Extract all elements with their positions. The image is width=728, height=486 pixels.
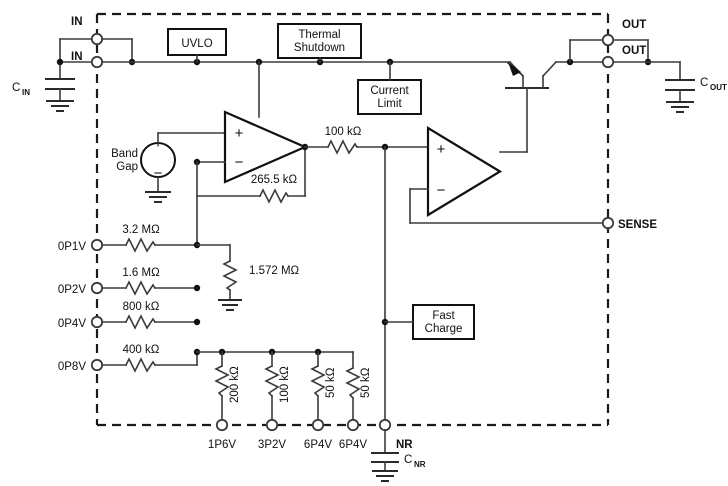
pin-1p6v[interactable]	[215, 418, 229, 432]
error-amp-plus: +	[235, 125, 244, 142]
pin-in-bottom-label: IN	[71, 51, 83, 63]
pin-in-bottom[interactable]	[90, 55, 104, 69]
block-thermal-line1: Thermal	[298, 29, 340, 41]
pin-out-top-label: OUT	[622, 19, 646, 31]
bandgap-source: + − Band Gap	[111, 132, 226, 203]
pin-sense-label: SENSE	[618, 219, 657, 231]
pin-in-top-label: IN	[71, 16, 83, 28]
sense-pin-group: SENSE	[601, 216, 657, 231]
driver-amplifier: + −	[409, 126, 604, 224]
resistor-3m2-label: 3.2 MΩ	[122, 224, 160, 236]
bandgap-line1: Band	[111, 148, 138, 160]
in-pins: IN IN	[71, 16, 136, 69]
bandgap-line2: Gap	[116, 161, 138, 173]
pin-sense[interactable]	[601, 216, 615, 230]
pin-0p2v-label: 0P2V	[58, 284, 86, 296]
error-amp-minus: −	[235, 154, 244, 171]
block-current-line2: Limit	[377, 98, 402, 110]
resistor-265k-label: 265.5 kΩ	[251, 174, 298, 186]
pin-1p6v-label: 1P6V	[208, 439, 236, 451]
branch-0p2v: 0P2V 1.6 MΩ	[58, 267, 201, 296]
ladder-bus	[196, 348, 354, 369]
block-current-limit[interactable]: Current Limit	[357, 61, 422, 115]
block-fast-line2: Charge	[425, 323, 463, 335]
pin-out-bottom-label: OUT	[622, 45, 646, 57]
pin-6p4v-b-label: 6P4V	[339, 439, 367, 451]
pin-nr[interactable]	[378, 418, 392, 432]
supply-rail	[101, 58, 511, 66]
resistor-800k-label: 800 kΩ	[123, 301, 160, 313]
block-fast-charge[interactable]: Fast Charge	[384, 304, 475, 340]
pass-transistor	[499, 60, 609, 153]
pin-3p2v-label: 3P2V	[258, 439, 286, 451]
resistor-100k-series: 100 kΩ	[304, 126, 429, 155]
block-thermal-shutdown[interactable]: Thermal Shutdown	[277, 23, 362, 63]
block-current-line1: Current	[370, 85, 409, 97]
error-amplifier: + − 265.5 kΩ	[193, 61, 309, 246]
branch-0p1v: 0P1V 3.2 MΩ	[58, 224, 201, 253]
resistor-100k-label: 100 kΩ	[325, 126, 362, 138]
cnr-label: C	[404, 454, 412, 466]
block-uvlo-label: UVLO	[181, 38, 212, 50]
resistor-100k-b-label: 100 kΩ	[279, 366, 291, 403]
resistor-1m572-shunt: 1.572 MΩ	[196, 244, 300, 311]
pin-3p2v[interactable]	[265, 418, 279, 432]
pin-0p4v-label: 0P4V	[58, 318, 86, 330]
pin-0p1v[interactable]	[90, 238, 104, 252]
pin-6p4v-b[interactable]	[346, 418, 360, 432]
pin-out-top[interactable]	[601, 33, 615, 47]
branch-1p6v: 1P6V 200 kΩ	[208, 351, 241, 451]
pin-in-top[interactable]	[90, 32, 104, 46]
branch-0p4v: 0P4V 800 kΩ	[58, 301, 201, 330]
resistor-50k-a-label: 50 kΩ	[325, 367, 337, 398]
branch-3p2v: 3P2V 100 kΩ	[258, 351, 291, 451]
pin-0p1v-label: 0P1V	[58, 241, 86, 253]
resistor-200k-label: 200 kΩ	[229, 366, 241, 403]
pin-0p4v[interactable]	[90, 315, 104, 329]
resistor-400k-label: 400 kΩ	[123, 344, 160, 356]
branch-6p4v-a: 6P4V 50 kΩ	[304, 351, 337, 451]
pin-0p2v[interactable]	[90, 281, 104, 295]
driver-amp-plus: +	[437, 141, 446, 158]
pin-6p4v-a[interactable]	[311, 418, 325, 432]
cin-label: C	[12, 82, 20, 94]
resistor-1m572-label: 1.572 MΩ	[249, 265, 300, 277]
cout-label: C	[700, 77, 708, 89]
block-fast-line1: Fast	[432, 310, 455, 322]
bandgap-minus: −	[154, 165, 163, 182]
out-network: OUT OUT C OUT	[566, 19, 727, 113]
branch-0p8v: 0P8V 400 kΩ	[58, 344, 201, 373]
pin-0p8v-label: 0P8V	[58, 361, 86, 373]
block-thermal-line2: Shutdown	[294, 42, 345, 54]
branch-6p4v-b: 6P4V 50 kΩ	[339, 366, 372, 451]
pin-nr-label: NR	[396, 439, 413, 451]
nr-pin-group: NR C NR	[371, 418, 426, 482]
block-uvlo[interactable]: UVLO	[167, 28, 227, 63]
driver-amp-minus: −	[437, 182, 446, 199]
cout-subscript: OUT	[710, 83, 727, 92]
pin-0p8v[interactable]	[90, 358, 104, 372]
cnr-subscript: NR	[414, 460, 426, 469]
resistor-50k-b-label: 50 kΩ	[360, 367, 372, 398]
pin-6p4v-a-label: 6P4V	[304, 439, 332, 451]
cin-network: C IN	[12, 38, 98, 112]
resistor-1m6-label: 1.6 MΩ	[122, 267, 160, 279]
cin-subscript: IN	[22, 88, 30, 97]
pin-out-bottom[interactable]	[601, 55, 615, 69]
nr-bus	[381, 146, 389, 426]
